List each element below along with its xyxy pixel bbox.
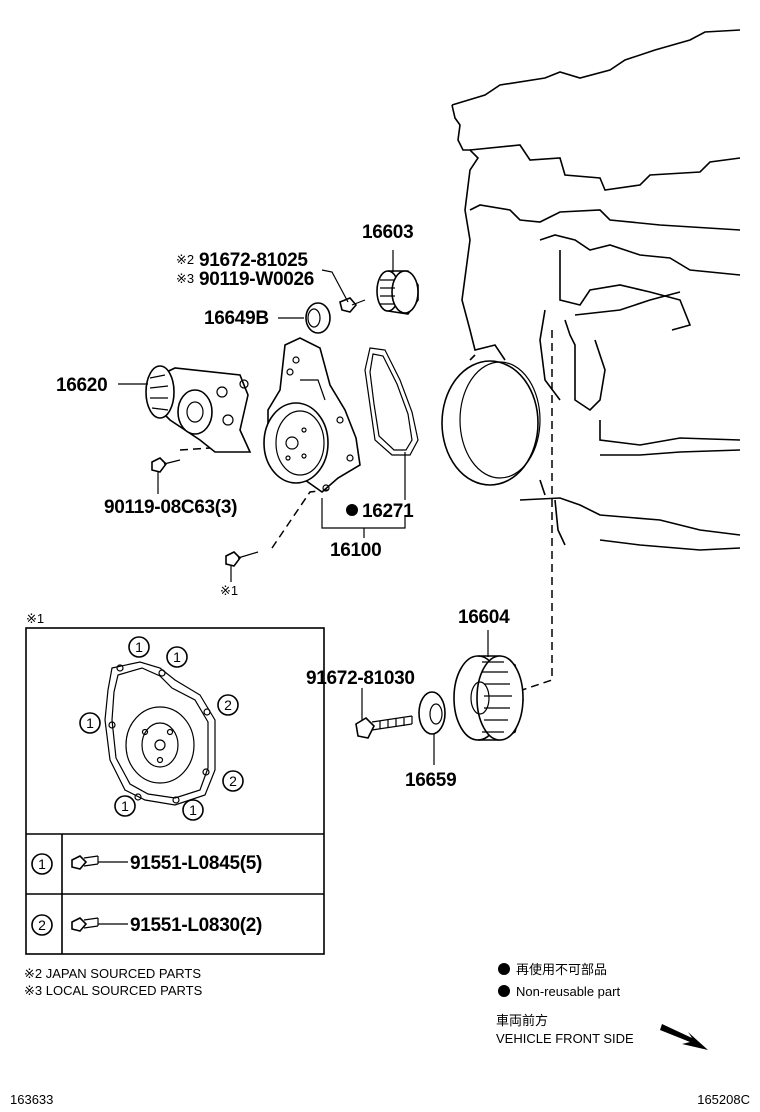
bolt-mark1 <box>225 551 259 567</box>
label-16271: 16271 <box>362 501 414 522</box>
water-pump-16100 <box>263 337 361 494</box>
front-arrow-icon <box>660 1024 708 1050</box>
label-91672-81030: 91672-81030 <box>306 668 415 689</box>
detail-title: ※1 <box>26 611 44 626</box>
dashed-guide-pulley <box>521 330 553 691</box>
legend-dot-jp <box>498 963 510 975</box>
label-90119-08C63: 90119-08C63(3) <box>104 497 237 518</box>
legend-en: Non-reusable part <box>516 984 620 999</box>
note-local: ※3 LOCAL SOURCED PARTS <box>24 983 203 998</box>
cap-16649B <box>305 302 331 334</box>
label-90119-W0026: 90119-W0026 <box>199 269 314 290</box>
engine-block-outline <box>451 29 741 551</box>
bolt-91672-81025 <box>339 297 366 313</box>
detail-num-2b: 2 <box>229 773 237 789</box>
detail-num-1b: 1 <box>173 649 181 665</box>
dashed-guide-bolt <box>271 489 329 549</box>
row1-part: 91551-L0845(5) <box>130 853 262 874</box>
legend-dot-en <box>498 985 510 997</box>
gasket-16271 <box>364 347 419 456</box>
footer-left-code: 163633 <box>10 1092 53 1107</box>
detail-num-1e: 1 <box>189 802 197 818</box>
front-en: VEHICLE FRONT SIDE <box>496 1031 634 1046</box>
label-16100: 16100 <box>330 540 381 561</box>
water-pump-pulley-16604 <box>453 655 524 741</box>
mark-japan: ※2 <box>176 252 194 267</box>
row2-num: 2 <box>38 917 46 933</box>
idler-pulley-16603 <box>376 270 419 315</box>
label-16659: 16659 <box>405 770 456 791</box>
engine-crank-pulley <box>441 360 541 486</box>
label-16649B: 16649B <box>204 308 269 329</box>
row2-part: 91551-L0830(2) <box>130 915 262 936</box>
label-16620: 16620 <box>56 375 107 396</box>
front-jp: 車両前方 <box>496 1013 548 1028</box>
bolt-91672-81030 <box>355 715 413 739</box>
label-91672-81025: 91672-81025 <box>199 250 308 271</box>
bolt-90119-08C63 <box>151 457 181 473</box>
tensioner-16620 <box>145 365 252 453</box>
mark-local: ※3 <box>176 271 194 286</box>
detail-box <box>25 627 325 955</box>
note-japan: ※2 JAPAN SOURCED PARTS <box>24 966 201 981</box>
detail-num-1a: 1 <box>135 639 143 655</box>
non-reusable-dot <box>346 504 358 516</box>
label-mark1: ※1 <box>220 583 238 598</box>
legend-jp: 再使用不可部品 <box>516 962 607 977</box>
detail-num-1c: 1 <box>86 715 94 731</box>
label-16604: 16604 <box>458 607 510 628</box>
detail-num-1d: 1 <box>121 798 129 814</box>
row1-num: 1 <box>38 856 46 872</box>
dashed-guide-tensioner <box>179 447 211 451</box>
detail-num-2a: 2 <box>224 697 232 713</box>
footer-right-code: 165208C <box>697 1092 750 1107</box>
label-16603: 16603 <box>362 222 413 243</box>
plate-16659 <box>418 691 446 735</box>
